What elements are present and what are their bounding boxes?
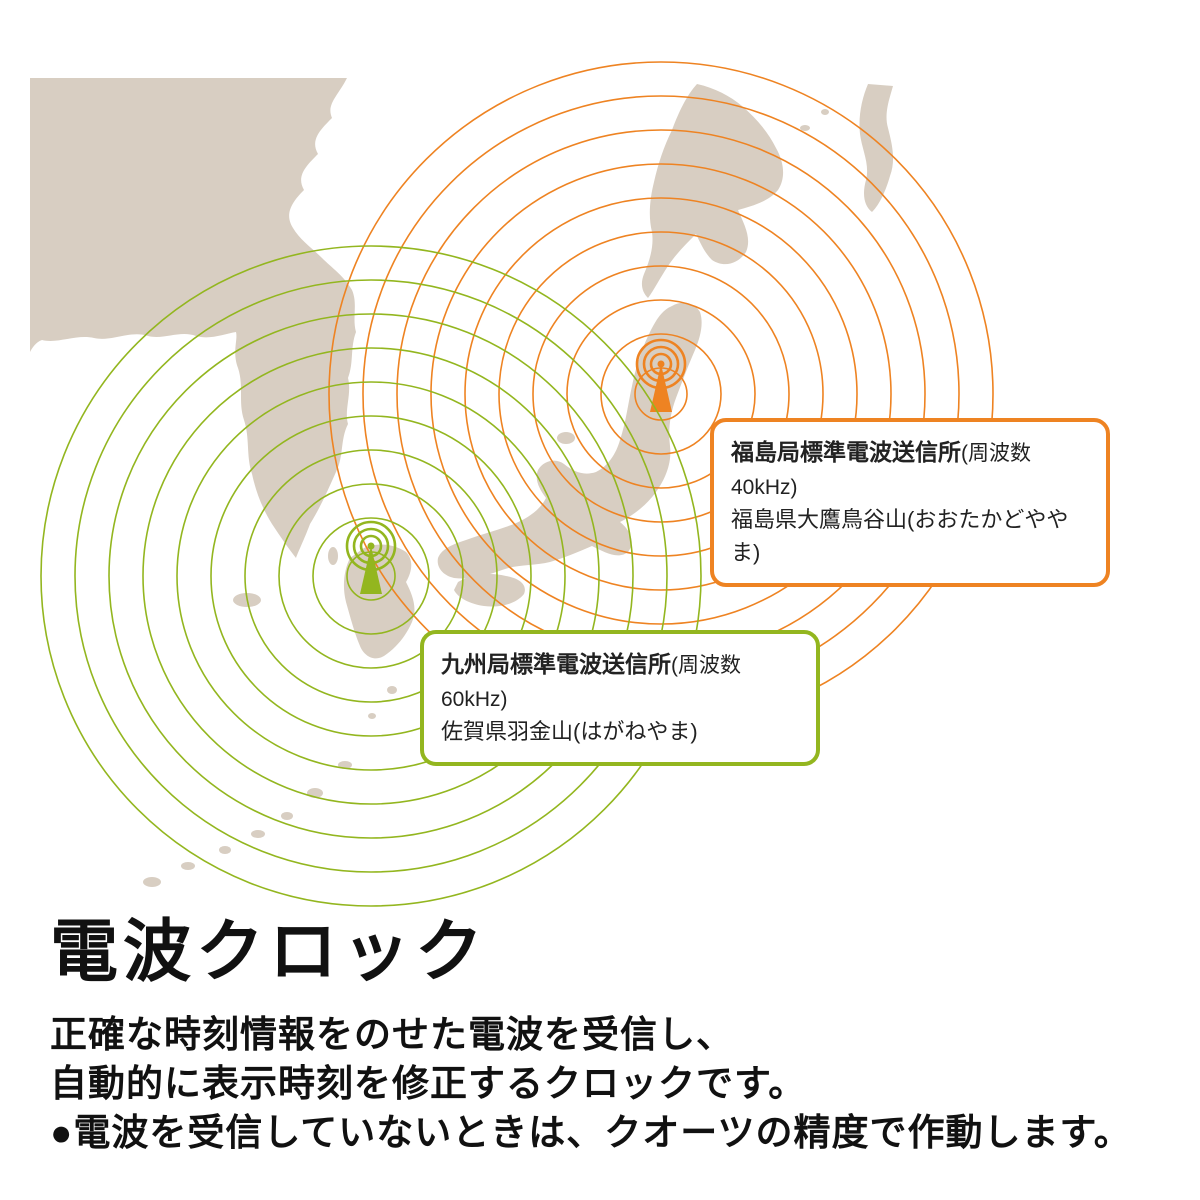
- island-tsushima: [328, 547, 338, 565]
- landmass-shikoku: [454, 574, 525, 607]
- island-dot: [219, 846, 231, 854]
- station-frequency: (周波数40kHz): [731, 442, 1031, 499]
- page-title: 電波クロック: [50, 914, 489, 990]
- callout-fukushima-station: 福島局標準電波送信所(周波数40kHz) 福島県大鷹鳥谷山(おおたかどややま): [710, 418, 1110, 587]
- island-dot: [251, 830, 265, 838]
- callout-kyushu-station: 九州局標準電波送信所(周波数60kHz) 佐賀県羽金山(はがねやま): [420, 630, 820, 766]
- island-dot: [800, 125, 810, 131]
- station-frequency: (周波数60kHz): [441, 654, 741, 711]
- station-name-line: 九州局標準電波送信所(周波数60kHz): [441, 647, 799, 715]
- antenna-icon-fukushima: [635, 338, 687, 412]
- landmass-continent-korea: [30, 78, 356, 558]
- description-block: 電波クロック 正確な時刻情報をのせた電波を受信し、 自動的に表示時刻を修正するク…: [50, 896, 1180, 1159]
- antenna-icon-kyushu: [345, 520, 397, 594]
- island-dot: [387, 686, 397, 694]
- description-line: 自動的に表示時刻を修正するクロックです。: [50, 1064, 807, 1106]
- island-dot: [281, 812, 293, 820]
- description-line: ●電波を受信していないときは、クオーツの精度で作動します。: [50, 1113, 1132, 1155]
- coverage-rings-kyushu: [40, 245, 702, 907]
- island-dot: [821, 109, 829, 115]
- landmass-kyushu: [343, 544, 415, 659]
- landmass-hokkaido: [641, 84, 784, 298]
- island-sado: [557, 432, 575, 444]
- island-dot: [368, 713, 376, 719]
- landmass-honshu: [437, 302, 702, 579]
- station-name: 九州局標準電波送信所: [441, 651, 671, 677]
- station-name-line: 福島局標準電波送信所(周波数40kHz): [731, 435, 1089, 503]
- station-name: 福島局標準電波送信所: [731, 439, 961, 465]
- island-dot: [181, 862, 195, 870]
- landmass-sakhalin: [859, 84, 894, 212]
- island-dot: [143, 877, 161, 887]
- description-line: 正確な時刻情報をのせた電波を受信し、: [50, 1015, 734, 1056]
- station-location: 佐賀県羽金山(はがねやま): [441, 719, 698, 744]
- station-location: 福島県大鷹鳥谷山(おおたかどややま): [731, 507, 1069, 565]
